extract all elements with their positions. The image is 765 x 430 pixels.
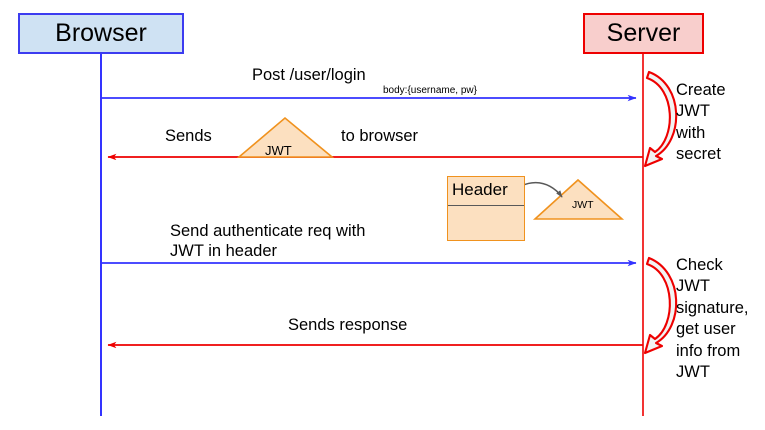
header-box-divider (448, 205, 524, 207)
jwt-token-2-label: JWT (572, 199, 594, 211)
message-label-to-browser: to browser (341, 127, 419, 145)
note-check-jwt: Check JWT signature, get user info from … (676, 256, 749, 382)
message-label-authenticate-line2: JWT in header (170, 242, 277, 260)
participant-browser[interactable]: Browser (18, 13, 184, 54)
message-sublabel-post-login-body: body:{username, pw} (383, 85, 477, 96)
participant-server-label: Server (606, 19, 681, 47)
message-label-sends: Sends (165, 127, 212, 145)
note-create-jwt: Create JWT with secret (676, 81, 726, 164)
participant-browser-label: Browser (55, 19, 147, 47)
jwt-token-1-label: JWT (265, 143, 292, 158)
message-label-post-login: Post /user/login (252, 66, 366, 84)
header-box[interactable]: Header (447, 176, 525, 241)
message-label-sends-response: Sends response (288, 316, 408, 334)
self-loop-check-jwt (643, 256, 678, 355)
participant-server[interactable]: Server (583, 13, 704, 54)
self-loop-create-jwt (643, 70, 678, 168)
message-label-authenticate-line1: Send authenticate req with (170, 222, 366, 240)
header-box-label: Header (452, 180, 508, 199)
